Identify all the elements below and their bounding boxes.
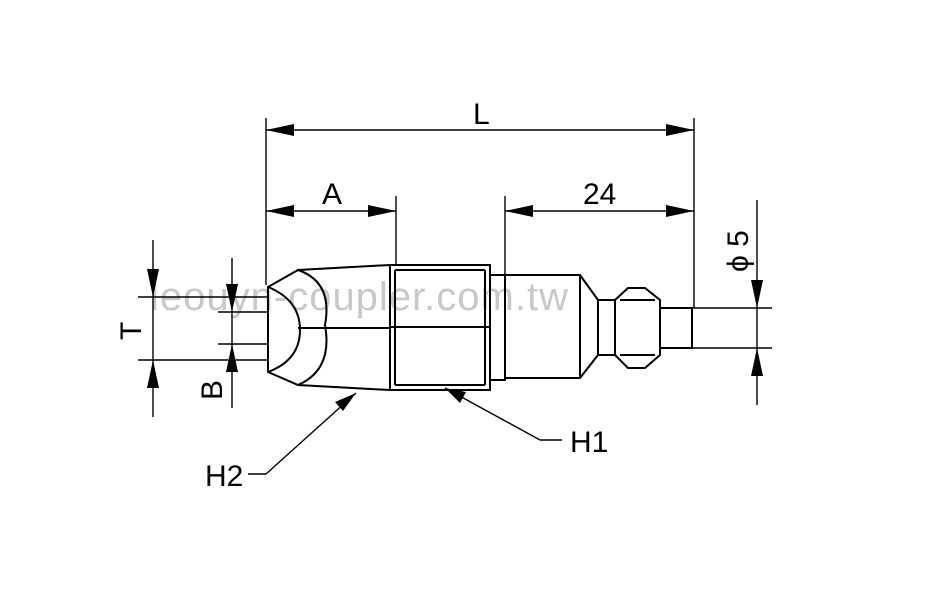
label-H2: H2 xyxy=(205,460,243,493)
label-T: T xyxy=(115,322,148,340)
label-phi5: ϕ 5 xyxy=(722,230,755,272)
plug-body xyxy=(267,263,693,392)
dimension-B: B xyxy=(196,258,268,408)
dimension-L: L xyxy=(265,98,695,308)
dimension-24: 24 xyxy=(504,178,694,275)
label-A: A xyxy=(322,178,342,211)
dimension-A: A xyxy=(266,178,397,265)
dimension-phi5: ϕ 5 xyxy=(692,200,772,405)
label-H1: H1 xyxy=(570,426,608,459)
label-24: 24 xyxy=(583,178,616,211)
dimension-T: T xyxy=(115,240,268,417)
leader-H1: H1 xyxy=(444,387,608,459)
label-B: B xyxy=(196,380,229,400)
leader-H2: H2 xyxy=(205,392,357,493)
label-L: L xyxy=(473,98,490,131)
